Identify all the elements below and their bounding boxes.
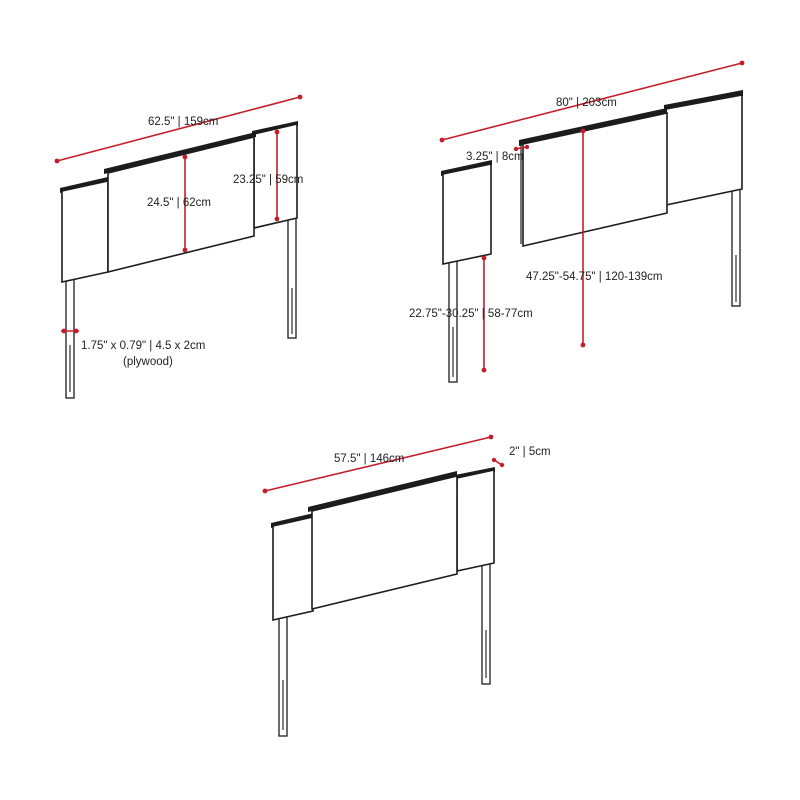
left-leg	[65, 275, 75, 399]
thickness-label: 3.25" | 8cm	[466, 151, 524, 163]
width-dimension-line	[262, 434, 494, 494]
center-height-label: 24.5" | 62cm	[147, 197, 211, 209]
width-label: 57.5" | 146cm	[334, 453, 404, 465]
center-panel	[104, 132, 256, 274]
side-height-label: 23.25" | 59cm	[233, 174, 303, 186]
leg-height-dimension-line	[481, 255, 487, 373]
left-side-panel	[441, 160, 492, 265]
center-height-dimension-line	[182, 154, 188, 253]
right-leg	[287, 217, 297, 339]
left-leg	[278, 609, 288, 737]
left-side-panel	[60, 177, 109, 283]
leg-size-marker	[61, 328, 79, 334]
overall-height-label: 47.25"-54.75" | 120-139cm	[526, 271, 662, 283]
width-dimension-line	[439, 60, 745, 143]
right-side-panel	[664, 90, 743, 206]
depth-dimension-line	[491, 457, 505, 468]
headboard-diagram-3: 57.5" | 146cm 2" | 5cm	[262, 434, 551, 737]
thickness-dimension-line	[513, 144, 530, 152]
overall-height-dimension-line	[580, 128, 586, 348]
headboard-diagram-2: 80" | 203cm 3.25" | 8cm 47.25"-54.75" | …	[409, 60, 745, 383]
center-panel	[519, 108, 668, 248]
right-leg	[481, 559, 491, 685]
leg-material-label: (plywood)	[123, 356, 173, 368]
left-leg	[448, 257, 458, 383]
leg-size-label: 1.75" x 0.79" | 4.5 x 2cm	[81, 340, 205, 352]
width-label: 80" | 203cm	[556, 97, 617, 109]
side-height-dimension-line	[274, 129, 280, 222]
center-panel	[308, 471, 458, 611]
right-side-panel	[455, 467, 495, 572]
right-leg	[731, 185, 741, 307]
depth-label: 2" | 5cm	[509, 446, 551, 458]
headboard-diagram-1: 62.5" | 159cm 24.5" | 62cm 23.25" | 59cm…	[54, 94, 303, 399]
left-side-panel	[271, 513, 314, 621]
width-label: 62.5" | 159cm	[148, 116, 218, 128]
leg-height-label: 22.75"-30.25" | 58-77cm	[409, 308, 533, 320]
width-dimension-line	[54, 94, 303, 164]
